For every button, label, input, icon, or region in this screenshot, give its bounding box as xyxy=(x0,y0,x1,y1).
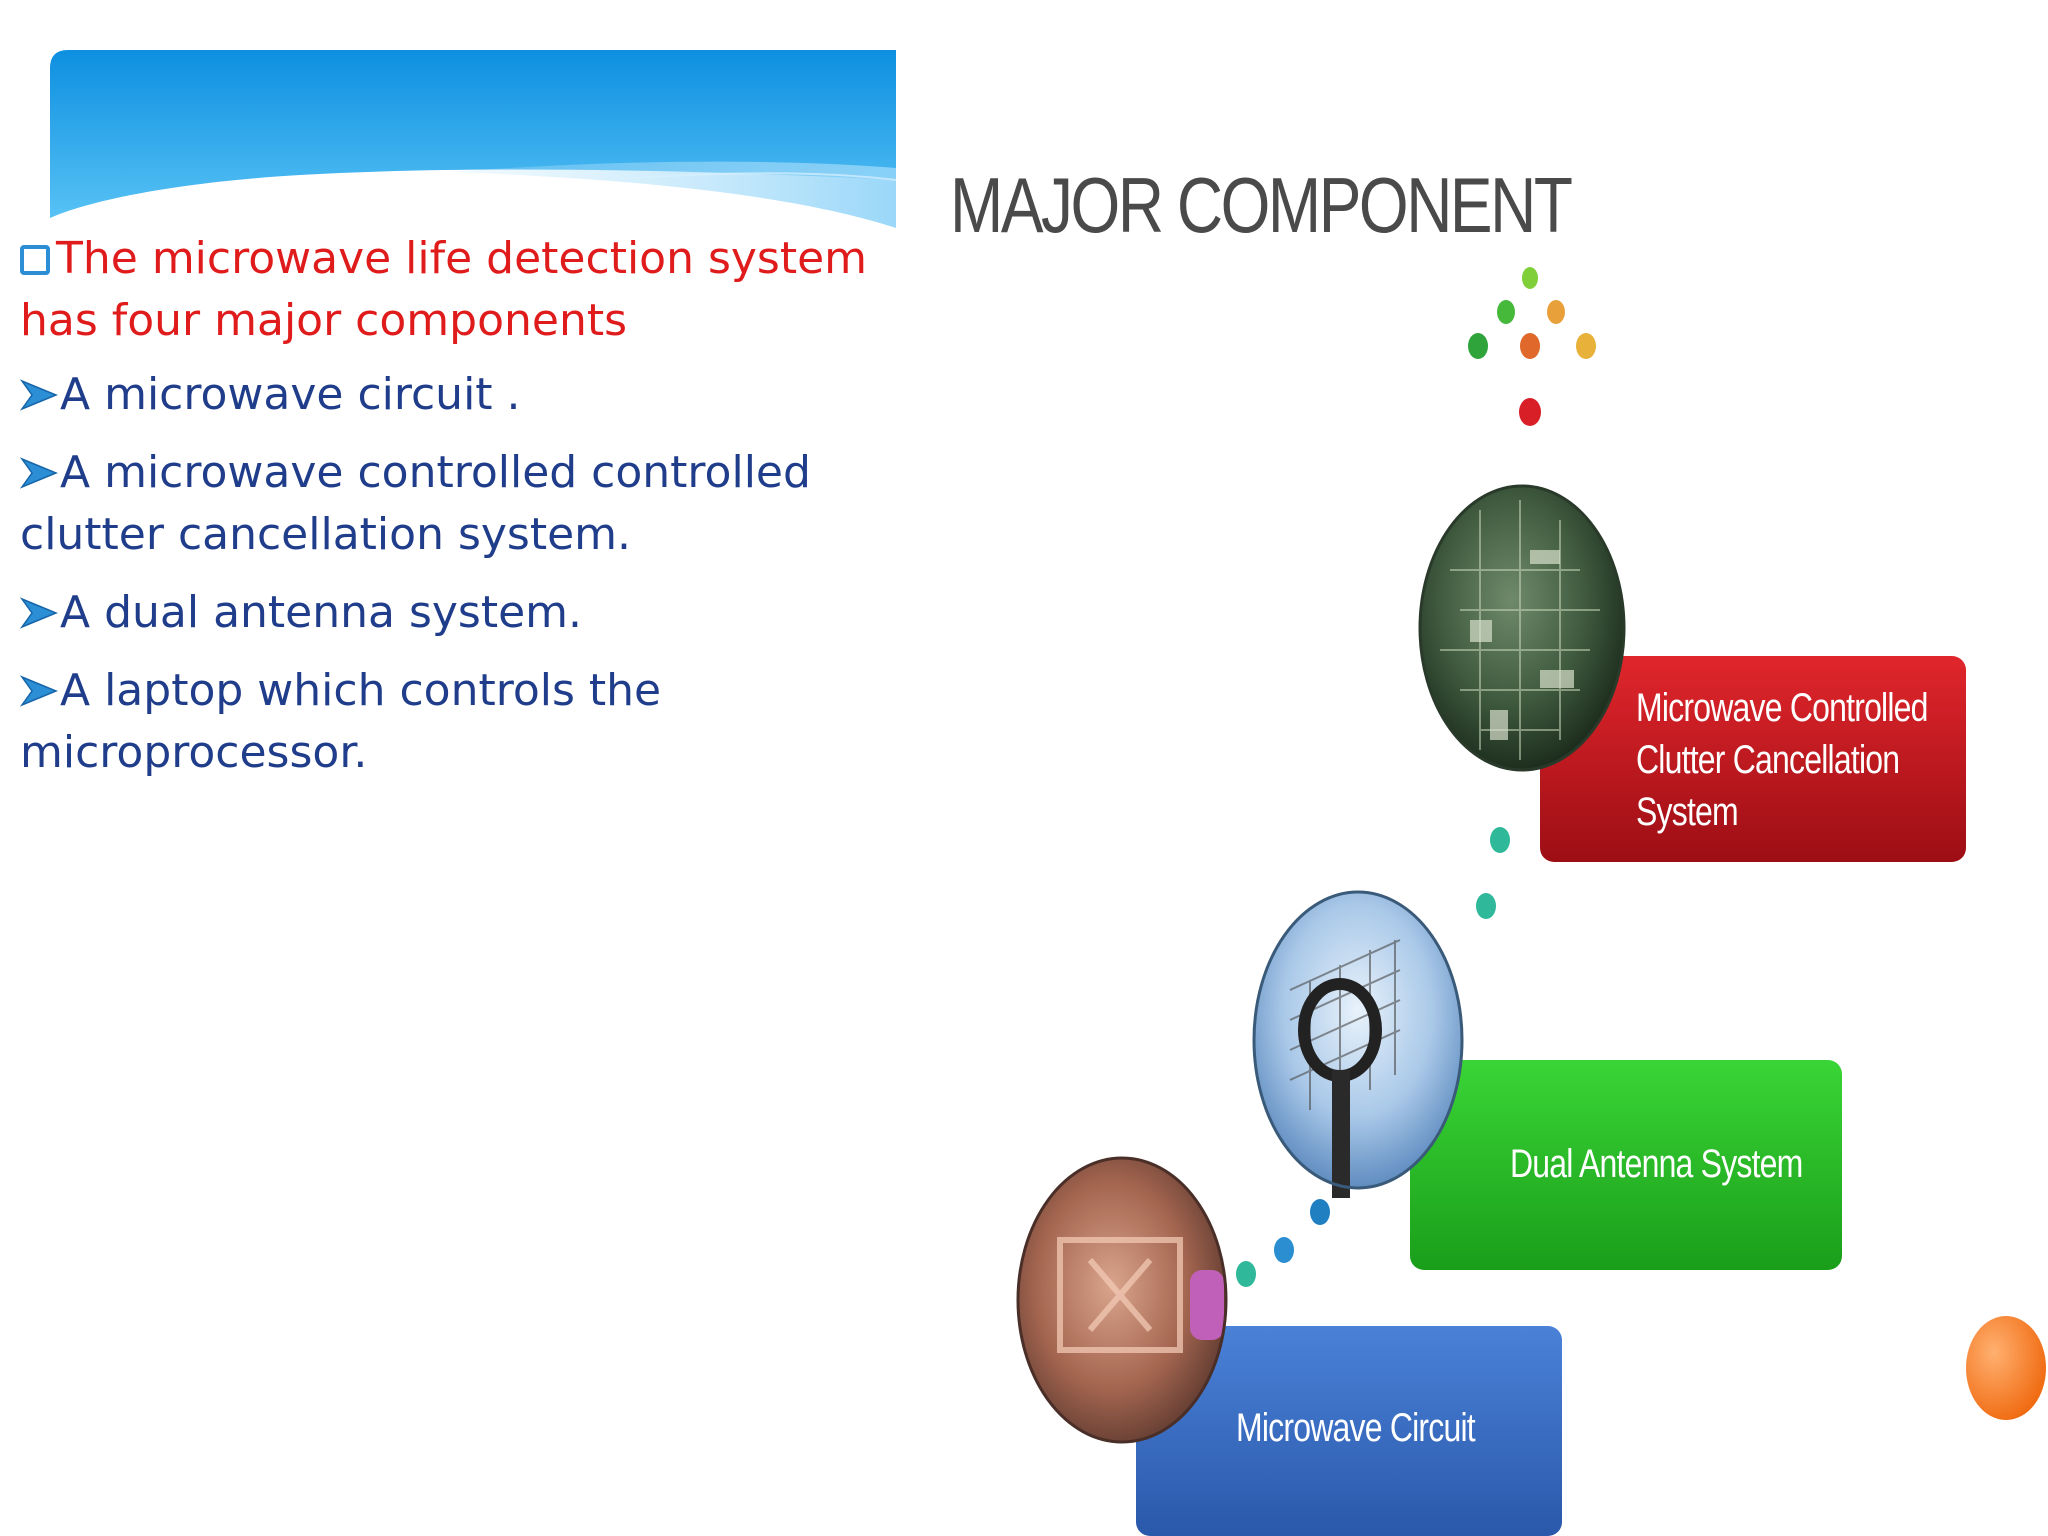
microwave-circuit-photo xyxy=(1016,1156,1228,1444)
arrow-bullet-icon xyxy=(20,597,58,629)
major-component-figure: MAJOR COMPONENT xyxy=(940,150,2048,1536)
label-line: Microwave Controlled xyxy=(1636,686,1928,730)
component-graphic xyxy=(1016,267,2046,1536)
arrow-bullet-icon xyxy=(20,379,58,411)
bullet-text: A microwave circuit . xyxy=(60,369,521,420)
label-line: Clutter Cancellation xyxy=(1636,738,1900,782)
antenna-photo xyxy=(1252,890,1464,1198)
intro-paragraph: The microwave life detection system has … xyxy=(20,228,900,352)
list-item: A laptop which controls the microprocess… xyxy=(20,660,900,784)
component-list: The microwave life detection system has … xyxy=(20,228,900,800)
component-label-red: Microwave Controlled Clutter Cancellatio… xyxy=(1636,682,1928,838)
hollow-square-bullet-icon xyxy=(20,245,50,275)
list-item: A dual antenna system. xyxy=(20,582,900,644)
component-pill-red xyxy=(1540,656,1966,862)
header-banner xyxy=(50,50,896,228)
component-label-blue: Microwave Circuit xyxy=(1236,1402,1476,1454)
figure-title: MAJOR COMPONENT xyxy=(950,161,1573,249)
bullet-text: A laptop which controls the microprocess… xyxy=(20,665,662,778)
label-line: Microwave Circuit xyxy=(1236,1406,1476,1450)
component-label-green: Dual Antenna System xyxy=(1510,1138,1803,1190)
list-item: A microwave controlled controlled clutte… xyxy=(20,442,900,566)
intro-text: The microwave life detection system has … xyxy=(20,233,868,346)
bullet-text: A microwave controlled controlled clutte… xyxy=(20,447,811,560)
label-line: System xyxy=(1636,790,1739,834)
component-pill-green xyxy=(1410,1060,1842,1270)
arrow-bullet-icon xyxy=(20,675,58,707)
component-pill-blue xyxy=(1136,1326,1562,1536)
circuit-board-photo xyxy=(1418,484,1626,772)
bullet-text: A dual antenna system. xyxy=(60,587,583,638)
label-line: Dual Antenna System xyxy=(1510,1142,1803,1186)
list-item: A microwave circuit . xyxy=(20,364,900,426)
arrow-bullet-icon xyxy=(20,457,58,489)
decorative-dots xyxy=(1236,267,2046,1420)
